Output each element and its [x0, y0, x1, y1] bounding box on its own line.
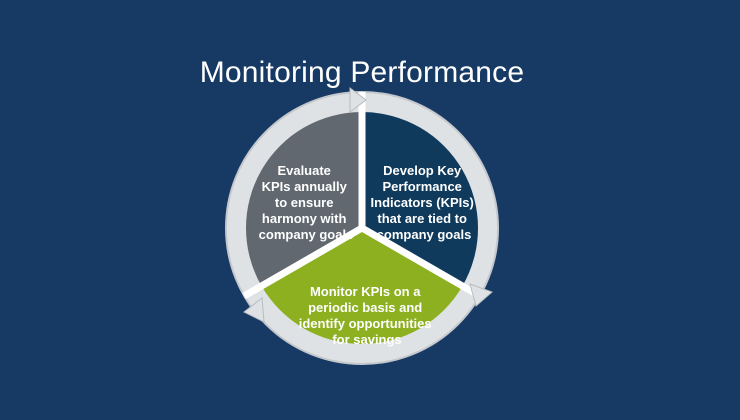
- segment-dividers: [242, 92, 482, 300]
- label-line: Develop Key: [383, 163, 462, 178]
- arrow-top-icon: [349, 87, 367, 113]
- label-line: Performance: [382, 179, 461, 194]
- label-line: Evaluate: [277, 163, 330, 178]
- label-line: for savings: [332, 332, 401, 347]
- segment-monitor-label: Monitor KPIs on a periodic basis and ide…: [299, 284, 436, 347]
- label-line: Monitor KPIs on a: [310, 284, 421, 299]
- label-line: harmony with: [262, 211, 347, 226]
- label-line: KPIs annually: [262, 179, 348, 194]
- label-line: identify opportunities: [299, 316, 432, 331]
- label-line: company goals: [377, 227, 472, 242]
- arrow-left-icon: [243, 297, 265, 323]
- label-line: company goals: [259, 227, 354, 242]
- label-line: that are tied to: [377, 211, 467, 226]
- label-line: to ensure: [275, 195, 334, 210]
- slide-title: Monitoring Performance: [199, 56, 525, 89]
- segment-evaluate-label: Evaluate KPIs annually to ensure harmony…: [259, 163, 354, 242]
- segment-develop-label: Develop Key Performance Indicators (KPIs…: [371, 163, 478, 242]
- label-line: Indicators (KPIs): [371, 195, 474, 210]
- arrow-right-icon: [469, 283, 493, 307]
- label-line: periodic basis and: [308, 300, 422, 315]
